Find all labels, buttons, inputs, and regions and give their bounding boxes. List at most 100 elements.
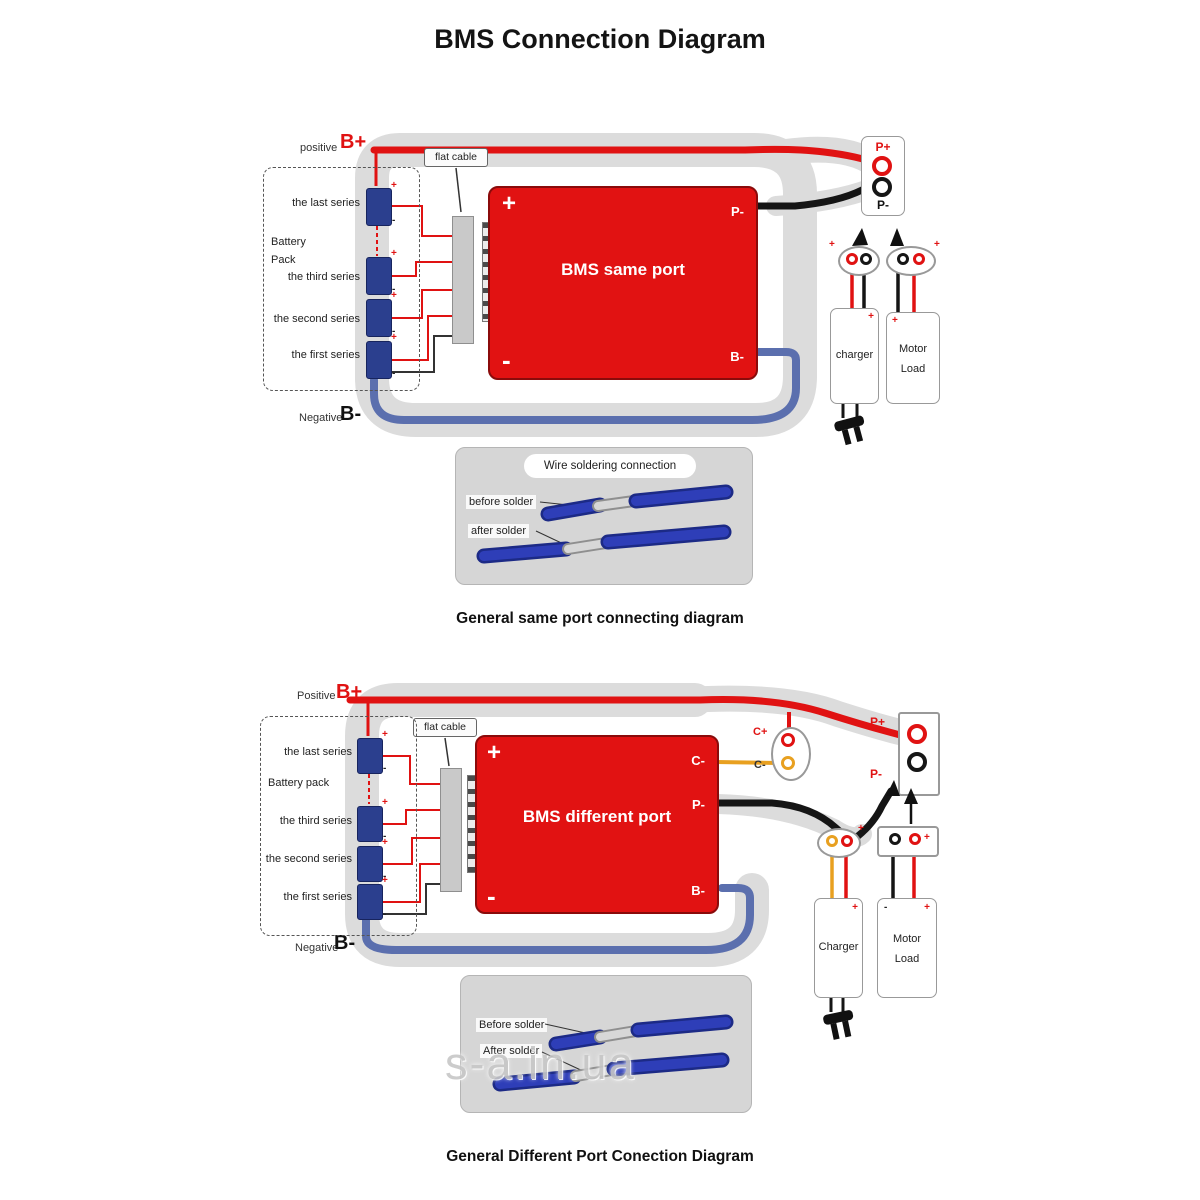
board-cminus-pad: C- [691,753,705,768]
blue-wire-bottom [362,884,754,954]
page-title: BMS Connection Diagram [434,24,766,54]
b-plus-terminal: B+ [340,131,367,153]
motor-plus-sign: + [892,315,898,326]
sense-wire [390,261,452,277]
plug-plus-sign: + [829,239,835,250]
solder-panel-title: Wire soldering connection [524,454,696,478]
battery-cell [357,884,383,920]
series-label: the first series [283,891,352,903]
plug-plus-sign: + [934,239,940,250]
motor-minus-sign: - [884,902,888,913]
charger-plug-connector [817,828,861,858]
motor-load-box: - + Motor Load [877,898,937,998]
motor-plug-connector [886,246,936,276]
sense-wire-black [392,335,452,373]
bms-board-same-port: + P- BMS same port - B- [488,186,758,380]
motor-load-box: + Motor Load [886,312,940,404]
battery-pack-box [260,716,417,936]
sense-wire-black [383,883,440,915]
flat-cable-pointer-bottom [444,737,450,767]
cell-plus-sign: + [382,837,388,848]
p-minus-terminal-dot [907,752,927,772]
motor-label-1: Motor [892,933,922,945]
cell-minus-sign: - [392,326,396,337]
yellow-wire [714,760,780,765]
motor-plug-connector [877,826,939,857]
cell-plus-sign: + [391,248,397,259]
series-label: the third series [279,815,352,827]
after-solder-label: After solder [480,1044,543,1058]
battery-pack-label: Battery pack [268,777,330,789]
charger-box: + Charger [814,898,863,998]
cell-minus-sign: - [383,871,387,882]
series-label: the first series [291,349,360,361]
charger-plug-red-dot [841,835,853,847]
sense-wire [390,205,452,237]
board-pminus-pad: P- [731,204,744,219]
board-title: BMS same port [561,260,685,279]
battery-cell [366,299,392,337]
motor-plug-black-dot [889,833,901,845]
cell-minus-sign: - [392,284,396,295]
c-plus-label: C+ [753,726,768,738]
sense-wire [390,315,452,361]
board-bminus-pad: B- [691,883,705,898]
sense-wire [381,863,440,903]
p-plus-terminal-dot [872,156,892,176]
negative-label: Negative [295,942,339,954]
motor-plus-sign: + [924,902,930,913]
battery-pack-label-1: Battery [271,236,306,248]
c-minus-dot [781,756,795,770]
series-label: the second series [265,853,352,865]
charger-label: Charger [818,941,859,953]
cell-minus-sign: - [392,368,396,379]
cell-minus-sign: - [392,215,396,226]
motor-label-2: Load [894,953,920,965]
charger-plug-yellow-dot [826,835,838,847]
plug-wires-top [841,402,859,418]
cell-plus-sign: + [391,180,397,191]
cell-minus-sign: - [383,909,387,920]
battery-cell [366,341,392,379]
cell-plus-sign: + [382,875,388,886]
caption-different-port: General Different Port Conection Diagram [446,1148,754,1165]
battery-cell [366,257,392,295]
charger-label: charger [835,349,874,361]
charger-plug-black-dot [860,253,872,265]
charger-plus-sign: + [868,311,874,322]
series-label: the last series [292,197,360,209]
sense-wire [381,837,440,865]
motor-plug-red-dot [913,253,925,265]
battery-cell [357,806,383,842]
motor-plug-red-dot [909,833,921,845]
board-pminus-pad: P- [692,797,705,812]
flat-cable-pointer-top [455,167,462,213]
cell-plus-sign: + [382,729,388,740]
c-plus-dot [781,733,795,747]
p-minus-label: P- [877,198,889,212]
caption-same-port: General same port connecting diagram [456,610,744,627]
charger-plug-red-dot [846,253,858,265]
motor-plug-black-dot [897,253,909,265]
battery-cell [357,738,383,774]
flat-cable-label: flat cable [413,718,477,737]
c-minus-label: C- [754,759,766,771]
board-bminus-pad: B- [730,349,744,364]
bms-board-different-port: + C- P- BMS different port - B- [475,735,719,914]
output-connector-box: P+ P- [861,136,905,216]
battery-pack-label-2: Pack [271,254,296,266]
cell-minus-sign: - [383,831,387,842]
charger-box: + charger [830,308,879,404]
motor-label-2: Load [900,363,926,375]
board-title: BMS different port [522,807,672,826]
p-plus-label: P+ [875,140,891,154]
b-minus-terminal: B- [340,403,362,425]
flat-cable-ribbon [440,768,462,892]
cell-plus-sign: + [382,797,388,808]
p-plus-terminal-dot [907,724,927,744]
negative-label: Negative [299,412,343,424]
plug-plus-sign: + [858,823,864,834]
battery-cell [366,188,392,226]
p-plus-label: P+ [870,715,886,729]
